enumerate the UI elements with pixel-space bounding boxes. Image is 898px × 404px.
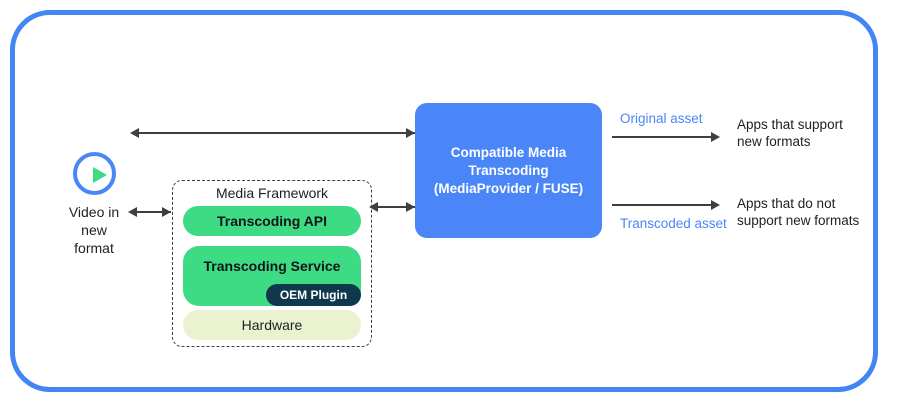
layer-transcoding-api: Transcoding API [183, 206, 361, 236]
label-apps-not-supporting-line1: Apps that do not [737, 196, 836, 211]
layer-hardware: Hardware [183, 310, 361, 340]
badge-oem-plugin: OEM Plugin [266, 284, 361, 306]
label-apps-supporting-line2: new formats [737, 134, 811, 149]
label-apps-supporting-new-formats: Apps that support new formats [737, 116, 843, 150]
arrow-head-right-icon [162, 207, 171, 217]
layer-transcoding-service-label: Transcoding Service [203, 258, 341, 274]
video-source-label-line3: format [74, 240, 114, 256]
connector-transcoder-to-original-apps [612, 136, 717, 138]
video-source-label-line2: new [81, 222, 107, 238]
arrow-head-right-icon [711, 132, 720, 142]
label-transcoded-asset: Transcoded asset [620, 216, 727, 231]
play-triangle-icon [93, 167, 107, 183]
media-framework-title: Media Framework [215, 185, 329, 201]
connector-transcoder-to-transcoded-apps [612, 204, 717, 206]
transcoder-line3: (MediaProvider / FUSE) [433, 180, 584, 196]
diagram-outer-frame [10, 10, 878, 392]
arrow-head-left-icon [128, 207, 137, 217]
video-source-label-line1: Video in [68, 204, 120, 220]
video-source-label: Video in new format [34, 203, 154, 257]
connector-source-to-framework [131, 211, 171, 213]
transcoder-line2: Transcoding [468, 162, 549, 178]
arrow-head-left-icon [130, 128, 139, 138]
arrow-head-right-icon [711, 200, 720, 210]
play-circle-icon [73, 152, 116, 195]
transcoder-line1: Compatible Media [450, 144, 567, 160]
label-original-asset: Original asset [620, 111, 703, 126]
compatible-media-transcoding-box: Compatible Media Transcoding (MediaProvi… [415, 103, 602, 238]
connector-framework-to-transcoder [372, 206, 415, 208]
arrow-head-right-icon [406, 128, 415, 138]
media-framework-container [172, 180, 372, 347]
arrow-head-left-icon [369, 202, 378, 212]
label-apps-supporting-line1: Apps that support [737, 117, 843, 132]
connector-source-to-transcoder [133, 132, 415, 134]
label-apps-not-supporting-new-formats: Apps that do not support new formats [737, 195, 859, 229]
label-apps-not-supporting-line2: support new formats [737, 213, 860, 228]
arrow-head-right-icon [406, 202, 415, 212]
